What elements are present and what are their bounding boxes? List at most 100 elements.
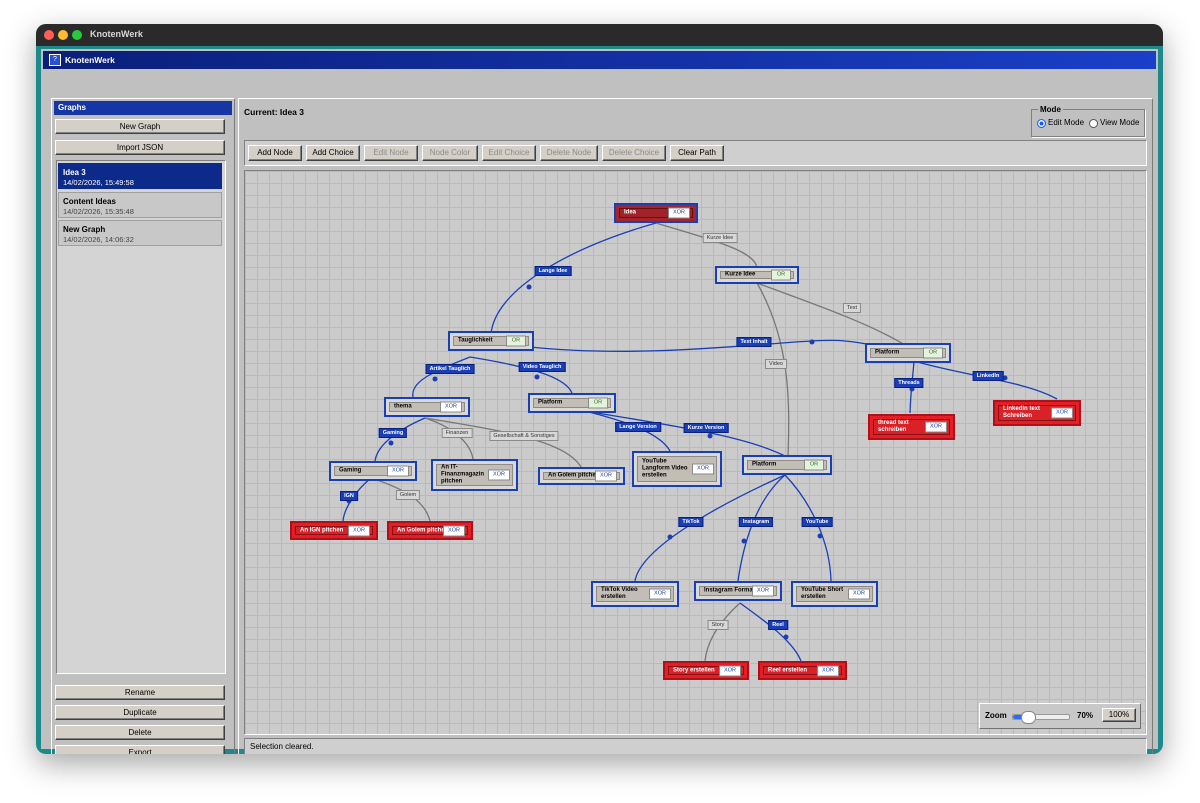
edge-handle[interactable] [432, 376, 438, 382]
edge-handle[interactable] [809, 339, 815, 345]
edge-label[interactable]: Kurze Version [683, 423, 729, 433]
node-instagram-format[interactable]: Instagram Format XOR [694, 581, 782, 601]
node-color-button[interactable]: Node Color [422, 145, 478, 161]
node-ign-pitch[interactable]: An IGN pitchen XOR [290, 521, 378, 540]
edge-text-inhalt[interactable] [529, 339, 888, 352]
edge-handle[interactable] [388, 440, 394, 446]
edge-handle[interactable] [817, 533, 823, 539]
edge-label[interactable]: Threads [894, 378, 924, 388]
close-window-button[interactable] [44, 30, 54, 40]
import-json-button[interactable]: Import JSON [55, 140, 225, 155]
edge-label[interactable]: YouTube [801, 517, 833, 527]
add-choice-button[interactable]: Add Choice [306, 145, 360, 161]
node-gaming[interactable]: Gaming XOR [329, 461, 417, 481]
node-platform-text[interactable]: Platform OR [865, 343, 951, 363]
view-mode-label[interactable]: View Mode [1100, 118, 1140, 127]
zoom-slider[interactable] [1012, 711, 1070, 724]
edge-label[interactable]: Instagram [738, 517, 774, 527]
edge-label[interactable]: Video [765, 359, 787, 369]
graph-list-item[interactable]: Idea 3 14/02/2026, 15:49:58 [58, 163, 222, 189]
edge-label[interactable]: Kurze Idee [702, 233, 738, 243]
edge-video[interactable] [756, 282, 790, 457]
graph-canvas[interactable]: Idea XOR Kurze Idee OR Tauglichkeit OR P… [244, 170, 1147, 735]
edge-label[interactable]: TikTok [678, 517, 704, 527]
delete-button[interactable]: Delete [55, 725, 225, 740]
node-thread-text[interactable]: thread text schreiben XOR [868, 414, 955, 440]
edge-kurze-version[interactable] [584, 410, 786, 457]
minimize-window-button[interactable] [58, 30, 68, 40]
edge-text[interactable] [756, 282, 906, 346]
node-tauglichkeit[interactable]: Tauglichkeit OR [448, 331, 534, 351]
edge-reel[interactable] [739, 602, 802, 662]
new-graph-button[interactable]: New Graph [55, 119, 225, 134]
rename-button[interactable]: Rename [55, 685, 225, 700]
edge-instagram[interactable] [737, 474, 786, 582]
node-story[interactable]: Story erstellen XOR [663, 661, 749, 680]
edit-node-button[interactable]: Edit Node [364, 145, 418, 161]
edge-label[interactable]: Lange Idee [534, 266, 572, 276]
node-label: Platform [752, 461, 777, 468]
edge-tiktok[interactable] [634, 474, 786, 582]
graph-list[interactable]: Idea 3 14/02/2026, 15:49:58 Content Idea… [56, 160, 226, 674]
node-platform-short[interactable]: Platform OR [742, 455, 832, 475]
clear-path-button[interactable]: Clear Path [670, 145, 724, 161]
edge-finanzen[interactable] [424, 417, 474, 460]
edit-choice-button[interactable]: Edit Choice [482, 145, 536, 161]
edge-label[interactable]: LinkedIn [972, 371, 1004, 381]
edge-story[interactable] [704, 602, 741, 662]
edge-label[interactable]: Text Inhalt [736, 337, 772, 347]
edge-handle[interactable] [741, 538, 747, 544]
node-idea[interactable]: Idea XOR [614, 203, 698, 223]
node-golem-gaming[interactable]: An Golem pitchen XOR [387, 521, 473, 540]
node-platform-video[interactable]: Platform OR [528, 393, 616, 413]
edge-handle[interactable] [534, 374, 540, 380]
edge-label[interactable]: Video Tauglich [518, 362, 566, 372]
node-type-badge: XOR [848, 588, 870, 600]
edge-video-tauglich[interactable] [469, 356, 573, 394]
edge-label[interactable]: Golem [395, 490, 421, 500]
node-tiktok-video[interactable]: TikTok Video erstellen XOR [591, 581, 679, 607]
edge-handle[interactable] [707, 433, 713, 439]
edge-handle[interactable] [526, 284, 532, 290]
edge-label[interactable]: IGN [340, 491, 358, 501]
node-reel[interactable]: Reel erstellen XOR [758, 661, 847, 680]
graph-list-item[interactable]: Content Ideas 14/02/2026, 15:35:48 [58, 192, 222, 218]
delete-node-button[interactable]: Delete Node [540, 145, 598, 161]
node-kurze-idee[interactable]: Kurze Idee OR [715, 266, 799, 284]
edge-label[interactable]: Gesellschaft & Sonstiges [489, 431, 559, 441]
graph-list-item[interactable]: New Graph 14/02/2026, 14:06:32 [58, 220, 222, 246]
edit-mode-label[interactable]: Edit Mode [1048, 118, 1085, 127]
edge-label[interactable]: Lange Version [615, 422, 661, 432]
edge-artikel-tauglich[interactable] [412, 356, 471, 398]
node-youtube-langform[interactable]: YouTube Langform Video erstellen XOR [632, 451, 722, 487]
node-golem-pitch[interactable]: An Golem pitchen XOR [538, 467, 625, 485]
edge-label[interactable]: Reel [768, 620, 788, 630]
node-youtube-short[interactable]: YouTube Short erstellen XOR [791, 581, 878, 607]
export-button[interactable]: Export [55, 745, 225, 754]
view-mode-radio[interactable] [1089, 119, 1098, 128]
edge-label[interactable]: Gaming [378, 428, 408, 438]
zoom-slider-thumb[interactable] [1021, 711, 1037, 724]
edge-handle[interactable] [1002, 375, 1008, 381]
node-it-finanzmagazin[interactable]: An IT- Finanzmagazin pitchen XOR [431, 459, 518, 491]
node-linkedin-text[interactable]: LinkedIn text Schreiben XOR [993, 400, 1081, 426]
node-type-badge: OR [588, 397, 608, 409]
edge-youtube[interactable] [784, 474, 832, 582]
edge-kurze-idee[interactable] [655, 222, 758, 269]
zoom-reset-button[interactable]: 100% [1102, 708, 1136, 722]
edge-lange-idee[interactable] [490, 222, 657, 335]
edge-label[interactable]: Story [707, 620, 729, 630]
delete-choice-button[interactable]: Delete Choice [602, 145, 666, 161]
add-node-button[interactable]: Add Node [248, 145, 302, 161]
duplicate-button[interactable]: Duplicate [55, 705, 225, 720]
edge-label[interactable]: Finanzen [441, 428, 473, 438]
edge-handle[interactable] [667, 534, 673, 540]
edge-gaming[interactable] [374, 417, 426, 462]
edit-mode-radio[interactable] [1037, 119, 1046, 128]
edge-label[interactable]: Text [842, 303, 862, 313]
edge-handle[interactable] [783, 634, 789, 640]
node-label: Platform [538, 399, 563, 406]
node-thema[interactable]: thema XOR [384, 397, 470, 417]
edge-label[interactable]: Artikel Tauglich [425, 364, 475, 374]
zoom-window-button[interactable] [72, 30, 82, 40]
